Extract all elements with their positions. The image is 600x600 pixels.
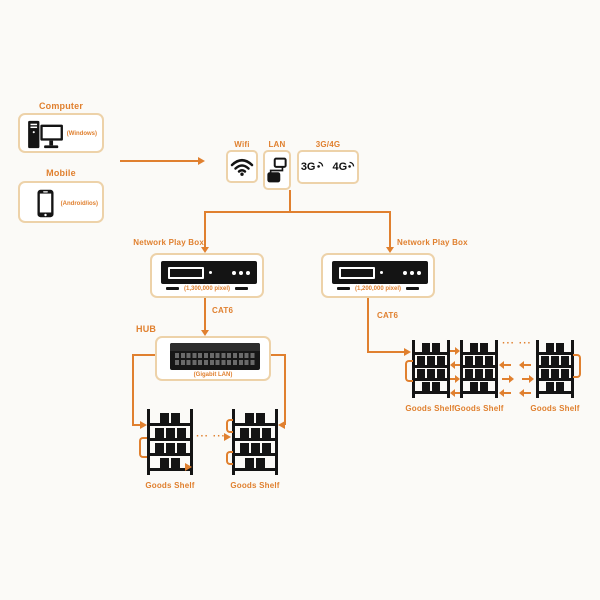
hub-box: (Gigabit LAN) — [155, 336, 271, 381]
mobile-os-text: (Android/ios) — [60, 201, 98, 207]
shelf-ellipsis: ··· ··· — [502, 338, 532, 349]
computer-box: (Windows) — [18, 113, 104, 153]
chain-arrow-right — [450, 347, 460, 355]
hub-right-line — [271, 354, 286, 356]
hub-label: HUB — [136, 324, 157, 334]
chain-arrow-left — [450, 389, 460, 397]
cellular-label: 3G/4G — [315, 140, 341, 149]
mobile-label: Mobile — [46, 168, 76, 178]
shelf-loop-bracket — [226, 451, 233, 465]
media-player-icon — [161, 261, 257, 284]
goods-shelf — [412, 340, 450, 398]
shelf-loop-bracket — [405, 360, 413, 382]
lan-box — [263, 150, 291, 190]
play-box-left: (1,300,000 pixel) — [150, 253, 264, 298]
cat6-right-arrowhead — [404, 347, 411, 356]
goods-shelf-label: Goods Shelf — [145, 481, 195, 490]
hub-spec: (Gigabit LAN) — [193, 372, 233, 378]
cellular-box: 3G 4G — [297, 150, 359, 184]
play-box-left-spec: (1,300,000 pixel) — [183, 286, 231, 292]
trunk-line-down — [289, 190, 291, 212]
mobile-box: (Android/ios) — [18, 181, 104, 223]
chain-arrow-right — [522, 375, 534, 383]
chain-arrow-left — [499, 361, 511, 369]
shelf-loop-bracket — [226, 419, 233, 433]
play-box-right-label: Network Play Box — [397, 238, 468, 247]
chain-arrow-left — [519, 361, 531, 369]
sources-to-network-line — [120, 160, 198, 162]
badge-4g: 4G — [333, 161, 356, 173]
chain-arrow-left — [519, 389, 531, 397]
badge-3g: 3G — [301, 161, 324, 173]
trunk-line-across — [204, 211, 391, 213]
lan-label: LAN — [268, 140, 286, 149]
shelf-ellipsis: ··· ··· — [196, 431, 226, 442]
mobile-phone-icon — [37, 189, 54, 223]
hub-left-line-stub — [132, 424, 141, 426]
chain-arrow-left — [450, 361, 460, 369]
cat6-right-label: CAT6 — [377, 311, 399, 320]
shelf-chain-arrowhead — [185, 463, 192, 471]
antenna-icon — [348, 161, 355, 168]
goods-shelf — [460, 340, 498, 398]
network-switch-icon — [170, 343, 260, 370]
chain-arrow-right — [502, 375, 514, 383]
hub-right-line-down — [284, 354, 286, 425]
play-box-right-spec: (1,200,000 pixel) — [354, 286, 402, 292]
chain-arrow-right — [450, 375, 460, 383]
hub-left-arrowhead — [140, 420, 147, 429]
cat6-left-arrowhead — [201, 330, 209, 336]
computer-os-text: (Windows) — [66, 131, 97, 137]
chain-arrow-left — [499, 389, 511, 397]
trunk-right-arrowhead — [386, 247, 394, 253]
hub-left-line — [132, 354, 155, 356]
computer-label: Computer — [38, 101, 84, 111]
goods-shelf — [147, 409, 193, 475]
antenna-icon — [316, 161, 323, 168]
media-player-icon — [332, 261, 428, 284]
hub-left-line-down — [132, 354, 134, 425]
cat6-right-line-across — [367, 351, 404, 353]
play-box-right: (1,200,000 pixel) — [321, 253, 435, 298]
goods-shelf-label: Goods Shelf — [454, 404, 504, 413]
wifi-icon — [228, 152, 256, 181]
wifi-box — [226, 150, 258, 183]
lan-icon — [265, 152, 289, 188]
cat6-left-label: CAT6 — [212, 306, 234, 315]
wifi-label: Wifi — [234, 140, 250, 149]
hub-right-arrowhead — [278, 420, 285, 429]
cat6-left-line — [204, 298, 206, 330]
trunk-left-arrowhead — [201, 247, 209, 253]
computer-icon — [26, 119, 66, 156]
shelf-loop-bracket — [573, 354, 581, 378]
goods-shelf-label: Goods Shelf — [405, 404, 455, 413]
goods-shelf — [232, 409, 278, 475]
shelf-loop-bracket — [139, 437, 147, 458]
cat6-right-line-down — [367, 298, 369, 353]
trunk-line-right — [389, 211, 391, 248]
goods-shelf — [536, 340, 574, 398]
shelf-chain-arrowhead — [224, 433, 231, 441]
trunk-line-left — [204, 211, 206, 248]
play-box-left-label: Network Play Box — [133, 238, 204, 247]
goods-shelf-label: Goods Shelf — [530, 404, 580, 413]
goods-shelf-label: Goods Shelf — [230, 481, 280, 490]
sources-to-network-arrowhead — [198, 156, 205, 165]
